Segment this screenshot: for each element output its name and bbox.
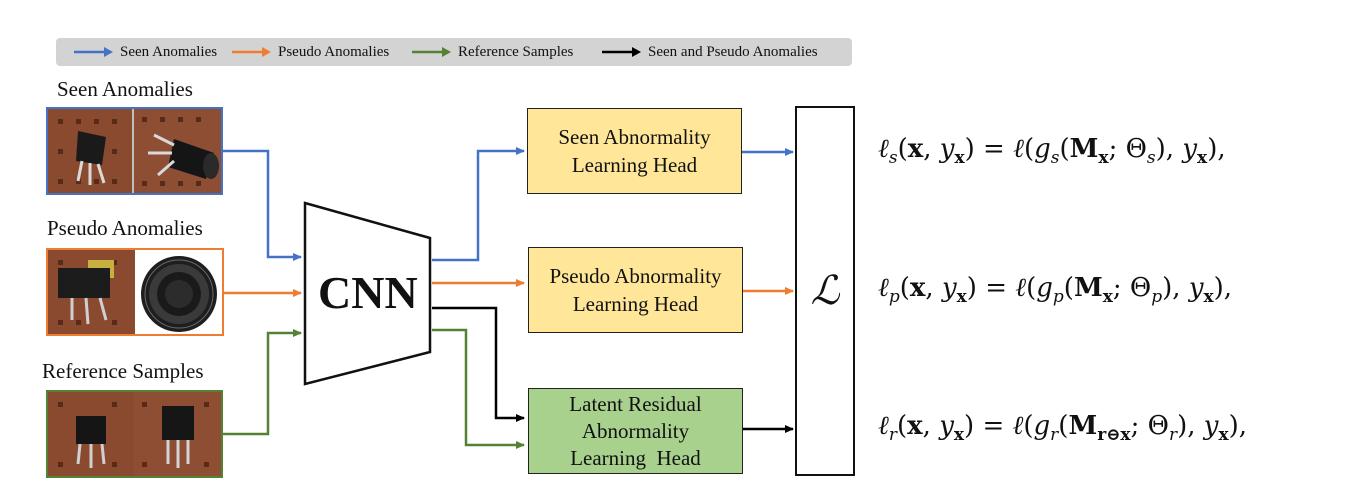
seen-anomalies-label: Seen Anomalies — [57, 77, 193, 101]
pseudo-anomaly-images — [46, 248, 224, 336]
seen-anomaly-image — [48, 109, 135, 193]
reference-sample-image — [134, 392, 221, 476]
black-arrow-icon — [602, 47, 641, 57]
head-line: Latent Residual — [569, 391, 702, 416]
arrow-cnn-to-seen-head — [432, 147, 525, 262]
legend-label: Seen Anomalies — [120, 43, 218, 60]
arrow-cnn-to-residual-head-green — [432, 328, 525, 449]
legend-label: Seen and Pseudo Anomalies — [648, 43, 818, 60]
orange-arrow-icon — [232, 47, 271, 57]
reference-sample-image — [48, 392, 135, 476]
blue-arrow-icon — [74, 47, 113, 57]
head-line: Pseudo Abnormality — [549, 264, 722, 288]
head-line: Abnormality — [581, 418, 690, 443]
legend-label: Pseudo Anomalies — [278, 43, 390, 60]
arrow-reference-to-cnn — [222, 329, 302, 436]
head-line: Seen Abnormality — [558, 125, 711, 149]
loss-symbol: ℒ — [810, 268, 840, 314]
legend-label: Reference Samples — [458, 43, 574, 60]
loss-box: ℒ — [795, 106, 855, 476]
legend-item-seen-and-pseudo: Seen and Pseudo Anomalies — [602, 38, 818, 66]
seen-loss-formula: ℓs(x, yx) = ℓ(gs(Mx; Θs), yx), — [878, 134, 1226, 169]
head-line: Learning Head — [572, 292, 699, 316]
reference-sample-images — [46, 390, 223, 478]
pseudo-abnormality-head: Pseudo Abnormality Learning Head — [528, 247, 743, 333]
legend-item-pseudo: Pseudo Anomalies — [232, 38, 389, 66]
head-line: Learning Head — [571, 153, 698, 177]
pseudo-anomaly-image — [48, 250, 135, 334]
reference-samples-label: Reference Samples — [42, 359, 204, 383]
legend-item-seen: Seen Anomalies — [74, 38, 217, 66]
seen-anomaly-image — [134, 109, 221, 193]
arrow-seen-to-cnn — [222, 149, 302, 261]
residual-loss-formula: ℓr(x, yx) = ℓ(gr(Mr⊖x; Θr), yx), — [878, 411, 1248, 446]
legend-item-reference: Reference Samples — [412, 38, 573, 66]
pseudo-loss-formula: ℓp(x, yx) = ℓ(gp(Mx; Θp), yx), — [878, 273, 1233, 308]
arrow-cnn-to-residual-head-black — [432, 306, 525, 422]
legend: Seen Anomalies Pseudo Anomalies Referenc… — [56, 38, 852, 66]
seen-abnormality-head: Seen Abnormality Learning Head — [527, 108, 742, 194]
cnn-trapezoid — [303, 201, 432, 386]
seen-anomaly-images — [46, 107, 223, 195]
green-arrow-icon — [412, 47, 451, 57]
latent-residual-head: Latent Residual Abnormality Learning Hea… — [528, 388, 743, 474]
head-line: Learning Head — [570, 445, 701, 470]
pseudo-anomaly-texture-image — [135, 250, 222, 334]
pseudo-anomalies-label: Pseudo Anomalies — [47, 216, 203, 240]
cnn-label: CNN — [318, 267, 418, 318]
